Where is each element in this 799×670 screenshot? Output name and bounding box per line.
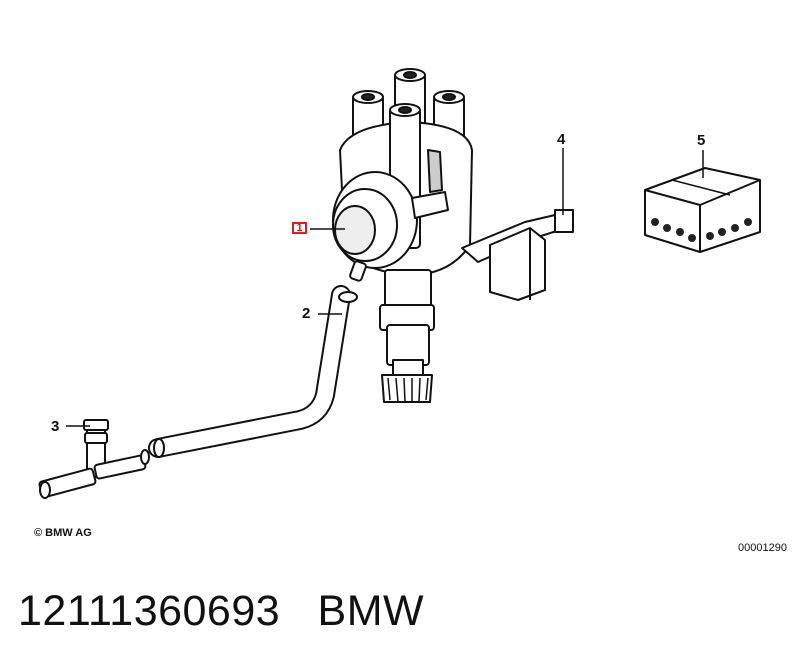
callout-3[interactable]: 3	[51, 418, 60, 435]
distributor-shaft	[379, 269, 435, 403]
bracket	[461, 209, 574, 301]
brand-label: BMW	[317, 587, 425, 635]
callout-5[interactable]: 5	[697, 132, 706, 149]
drawing-number: 00001290	[738, 542, 787, 554]
part-number: 12111360693	[18, 587, 281, 635]
vacuum-hose	[148, 285, 358, 458]
vacuum-unit	[332, 171, 449, 282]
t-connector	[38, 419, 150, 499]
callout-2[interactable]: 2	[302, 305, 311, 322]
copyright-label: © BMW AG	[34, 527, 92, 539]
distributor-parts-diagram	[38, 68, 761, 499]
callout-4[interactable]: 4	[557, 131, 566, 148]
callout-1[interactable]: 1	[292, 222, 307, 234]
part-footer: 12111360693 BMW	[18, 587, 424, 636]
parts-box	[644, 167, 761, 253]
